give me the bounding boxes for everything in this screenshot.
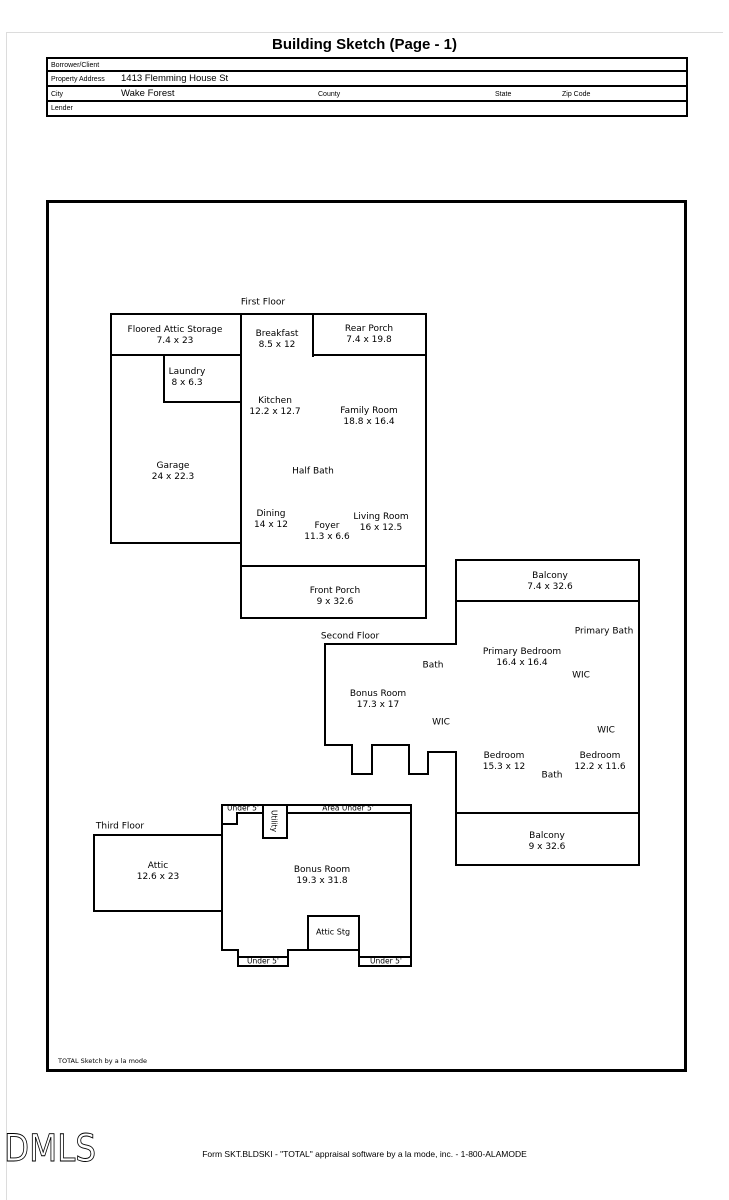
form-row-property-address: Property Address 1413 Flemming House St	[48, 72, 686, 87]
identification-form: Borrower/Client Property Address 1413 Fl…	[46, 57, 688, 117]
city-value: Wake Forest	[121, 88, 175, 99]
sketch-credit: TOTAL Sketch by a la mode	[58, 1057, 148, 1065]
form-row-lender: Lender	[48, 102, 686, 115]
city-label: City	[51, 91, 64, 98]
zip-code-label: Zip Code	[562, 91, 591, 98]
page-edge-left	[6, 32, 7, 1200]
footer-form-line: Form SKT.BLDSKI - "TOTAL" appraisal soft…	[202, 1149, 527, 1159]
page-title: Building Sketch (Page - 1)	[271, 36, 458, 53]
state-label: State	[495, 91, 512, 98]
borrower-label: Borrower/Client	[51, 62, 100, 69]
county-label: County	[318, 91, 341, 98]
property-address-value: 1413 Flemming House St	[121, 73, 229, 84]
sketch-border-box	[46, 200, 687, 1072]
dmls-logo-text: DMLS	[4, 1129, 96, 1170]
form-row-city-county-state-zip: City Wake Forest County State Zip Code	[48, 87, 686, 102]
property-address-label: Property Address	[51, 76, 105, 83]
page-edge-top	[6, 32, 723, 33]
lender-label: Lender	[51, 105, 73, 112]
form-row-borrower: Borrower/Client	[48, 59, 686, 72]
dmls-logo: DMLS	[4, 1129, 97, 1170]
